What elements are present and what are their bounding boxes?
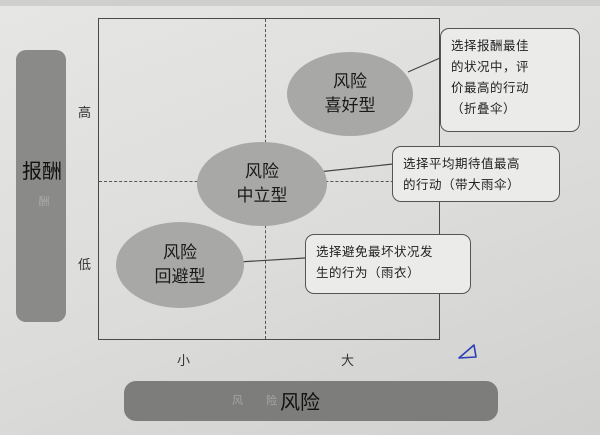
callout-averse-line1: 选择避免最坏状况发 [316, 244, 434, 259]
callout-neutral-line1: 选择平均期待值最高 [403, 156, 521, 171]
risk-seeking-ellipse: 风险 喜好型 [287, 52, 413, 136]
callout-risk-seeking: 选择报酬最佳 的状况中，评 价最高的行动 （折叠伞） [440, 28, 580, 132]
risk-neutral-line1: 风险 [245, 162, 279, 182]
x-axis-label-faint-left: 风 [232, 394, 243, 407]
risk-averse-line1: 风险 [163, 243, 197, 263]
risk-neutral-ellipse: 风险 中立型 [197, 142, 327, 226]
callout-seeking-line4: （折叠伞） [451, 101, 517, 116]
risk-seeking-line1: 风险 [333, 72, 367, 92]
risk-averse-ellipse: 风险 回避型 [116, 222, 244, 308]
callout-averse-line2: 生的行为（雨衣） [316, 265, 421, 280]
x-axis-label-bar [124, 381, 498, 421]
top-edge [0, 0, 600, 6]
y-axis-label-faint: 酬 [38, 195, 50, 208]
y-tick-low: 低 [78, 258, 92, 273]
callout-seeking-line3: 价最高的行动 [451, 80, 530, 95]
callout-risk-averse: 选择避免最坏状况发 生的行为（雨衣） [305, 234, 471, 294]
x-axis-label-faint-right: 险 [266, 394, 277, 407]
connector-seeking [407, 57, 441, 73]
connector-neutral [317, 163, 394, 173]
callout-seeking-line2: 的状况中，评 [451, 59, 530, 74]
x-axis-label: 风险 [280, 390, 320, 414]
callout-risk-neutral: 选择平均期待值最高 的行动（带大雨伞） [392, 146, 560, 202]
callout-neutral-line2: 的行动（带大雨伞） [403, 177, 521, 192]
y-tick-high: 高 [78, 106, 92, 121]
risk-averse-line2: 回避型 [154, 267, 206, 287]
risk-seeking-line2: 喜好型 [324, 96, 376, 116]
handwritten-triangle-icon [458, 344, 477, 359]
callout-seeking-line1: 选择报酬最佳 [451, 38, 530, 53]
x-tick-small: 小 [177, 354, 191, 369]
risk-neutral-line2: 中立型 [236, 186, 288, 206]
connector-averse [237, 257, 306, 263]
y-axis-label-bar [16, 50, 66, 322]
y-axis-label: 报酬 [22, 159, 62, 183]
x-tick-large: 大 [341, 354, 355, 369]
